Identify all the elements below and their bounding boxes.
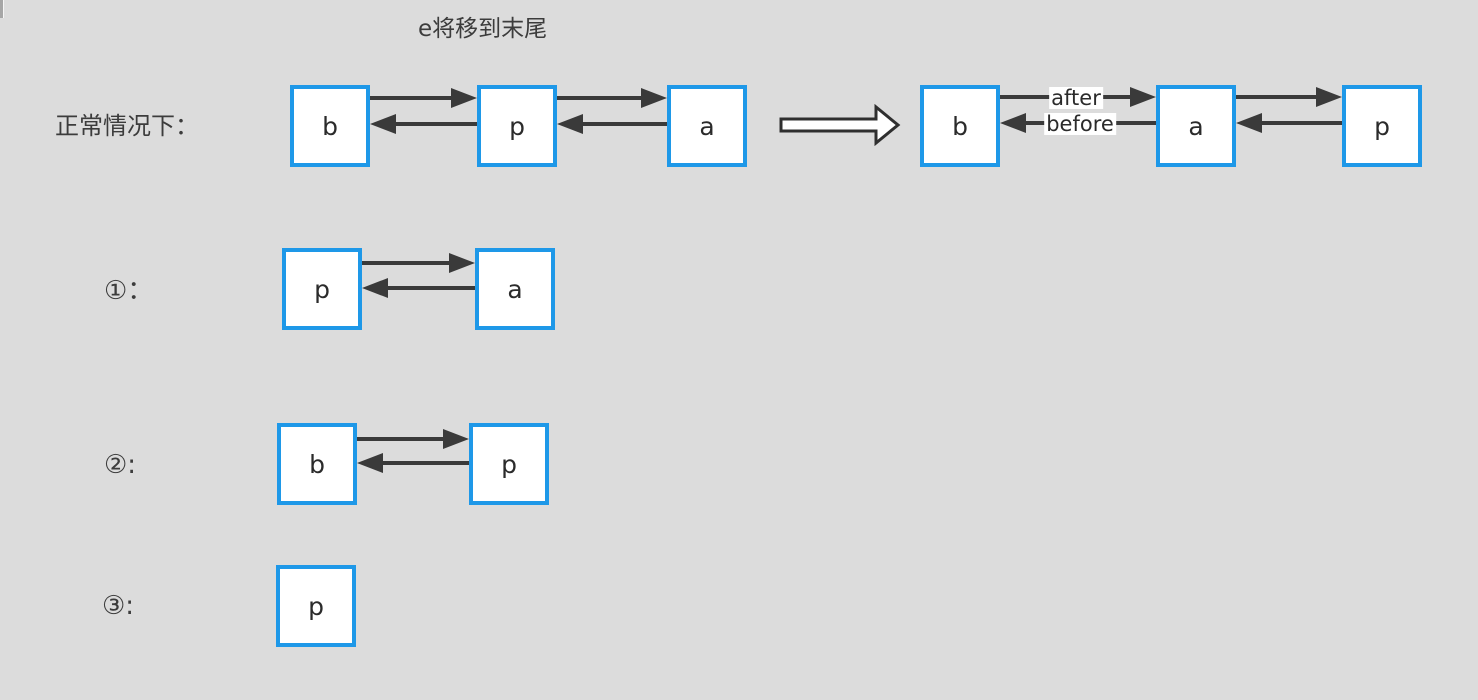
arrow-head-icon: [1130, 87, 1156, 107]
arrow-head-icon: [357, 453, 383, 473]
arrow-shaft: [362, 261, 449, 265]
arrow-shaft: [1236, 95, 1316, 99]
prev-pointer-arrow: [557, 114, 667, 134]
arrow-shaft: [383, 461, 469, 465]
arrow-head-icon: [370, 114, 396, 134]
arrow-shaft: [357, 437, 443, 441]
normal-case-label: 正常情况下：: [55, 112, 199, 140]
arrow-head-icon: [1316, 87, 1342, 107]
arrow-shaft: [557, 96, 641, 100]
after-link-label: after: [1049, 85, 1103, 110]
node-box-b: b: [277, 423, 357, 505]
arrow-head-icon: [443, 429, 469, 449]
node-box-p: p: [276, 565, 356, 647]
arrow-head-icon: [449, 253, 475, 273]
case1-label: ①：: [104, 276, 154, 306]
window-edge-sliver: [0, 0, 4, 18]
arrow-shaft: [396, 122, 477, 126]
arrow-head-icon: [1236, 113, 1262, 133]
arrow-shaft: [583, 122, 667, 126]
case2-label: ②:: [104, 450, 137, 480]
case3-label: ③:: [102, 591, 135, 621]
node-box-b: b: [290, 85, 370, 167]
prev-pointer-arrow: [370, 114, 477, 134]
node-box-p: p: [477, 85, 557, 167]
node-box-b: b: [920, 85, 1000, 167]
node-box-p: p: [1342, 85, 1422, 167]
before-link-label: before: [1044, 111, 1116, 136]
diagram-title: e将移到末尾: [418, 16, 548, 42]
node-box-p: p: [469, 423, 549, 505]
next-pointer-arrow: [362, 253, 475, 273]
node-box-p: p: [282, 248, 362, 330]
next-pointer-arrow: [370, 88, 477, 108]
prev-pointer-arrow: [362, 278, 475, 298]
prev-pointer-arrow: [357, 453, 469, 473]
arrow-head-icon: [451, 88, 477, 108]
prev-pointer-arrow: [1236, 113, 1342, 133]
arrow-head-icon: [1000, 113, 1026, 133]
arrow-shaft: [370, 96, 451, 100]
transform-right-arrow-icon: [779, 104, 901, 146]
node-box-a: a: [667, 85, 747, 167]
next-pointer-arrow: [1236, 87, 1342, 107]
arrow-head-icon: [641, 88, 667, 108]
arrow-head-icon: [557, 114, 583, 134]
arrow-head-icon: [362, 278, 388, 298]
arrow-shaft: [1262, 121, 1342, 125]
next-pointer-arrow: [557, 88, 667, 108]
next-pointer-arrow: [357, 429, 469, 449]
arrow-shaft: [388, 286, 475, 290]
node-box-a: a: [1156, 85, 1236, 167]
node-box-a: a: [475, 248, 555, 330]
